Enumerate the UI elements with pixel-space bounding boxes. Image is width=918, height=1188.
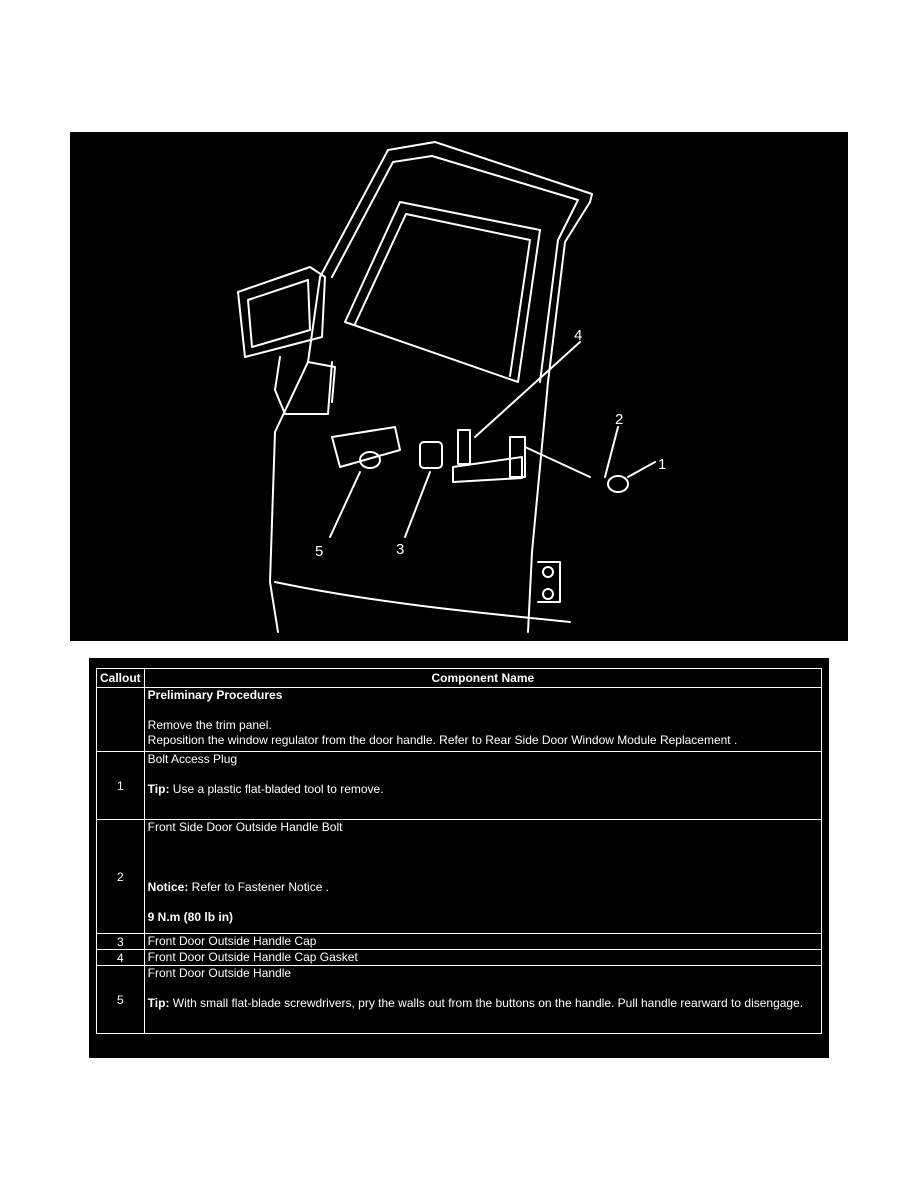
component-name: Front Side Door Outside Handle Bolt — [147, 820, 343, 834]
component-table: Callout Component Name Preliminary Proce… — [96, 668, 823, 1034]
preliminary-title: Preliminary Procedures — [147, 688, 283, 702]
callout-number: 4 — [96, 949, 145, 966]
component-name: Front Door Outside Handle — [147, 966, 292, 980]
notice-text: Refer to Fastener Notice . — [188, 880, 330, 894]
notice-label: Notice: — [147, 880, 189, 894]
table-row: 3 Front Door Outside Handle Cap — [96, 933, 823, 950]
tip-text: Use a plastic flat-bladed tool to remove… — [169, 782, 384, 796]
header-callout: Callout — [96, 668, 145, 688]
tip-text: With small flat-blade screwdrivers, pry … — [169, 996, 804, 1010]
component-table-panel: Callout Component Name Preliminary Proce… — [89, 658, 829, 1058]
tip-label: Tip: — [147, 996, 170, 1010]
table-row: 1 Bolt Access Plug Tip: Use a plastic fl… — [96, 751, 823, 820]
table-row: 4 Front Door Outside Handle Cap Gasket — [96, 949, 823, 966]
component-name: Bolt Access Plug — [147, 752, 238, 766]
callout-label-3: 3 — [396, 541, 404, 558]
preliminary-step: Remove the trim panel. — [147, 718, 272, 732]
door-line-drawing: 1 2 3 4 5 — [237, 141, 666, 633]
preliminary-step: Reposition the window regulator from the… — [147, 733, 738, 747]
callout-number: 2 — [96, 819, 145, 934]
table-row: 5 Front Door Outside Handle Tip: With sm… — [96, 965, 823, 1034]
header-component-name: Component Name — [143, 668, 823, 688]
table-row: 2 Front Side Door Outside Handle Bolt No… — [96, 819, 823, 934]
door-handle-illustration: 1 2 3 4 5 — [70, 132, 848, 641]
table-header-row: Callout Component Name — [96, 668, 823, 688]
callout-number: 5 — [96, 965, 145, 1034]
torque-spec: 9 N.m (80 lb in) — [147, 910, 234, 924]
component-name: Front Door Outside Handle Cap — [147, 934, 317, 948]
callout-number: 1 — [96, 751, 145, 820]
table-row-preliminary: Preliminary Procedures Remove the trim p… — [96, 687, 823, 752]
callout-label-5: 5 — [315, 543, 323, 560]
callout-label-2: 2 — [615, 411, 623, 428]
callout-number: 3 — [96, 933, 145, 950]
callout-label-1: 1 — [658, 456, 666, 473]
callout-label-4: 4 — [574, 327, 582, 344]
component-name: Front Door Outside Handle Cap Gasket — [147, 950, 358, 964]
tip-label: Tip: — [147, 782, 170, 796]
